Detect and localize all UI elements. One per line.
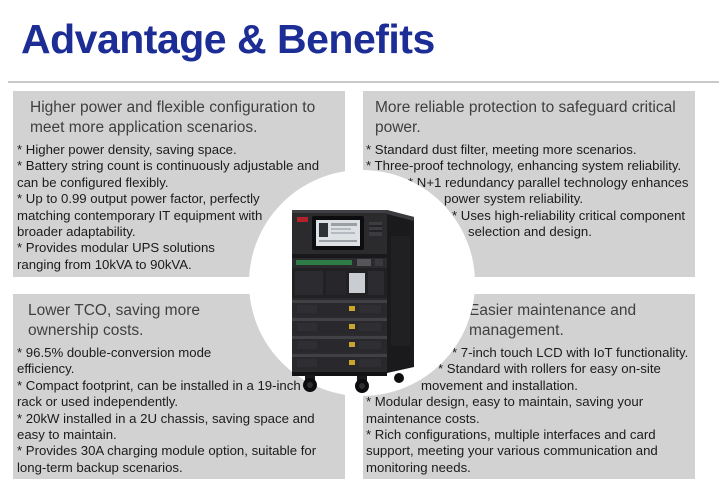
bullet-line: * Provides 30A charging module option, s… [17, 443, 317, 459]
bullet-line: matching contemporary IT equipment with [17, 207, 263, 223]
bullet-line: * Rich configurations, multiple interfac… [366, 427, 656, 443]
box-bullets: * 7-inch touch LCD with IoT functionalit… [363, 345, 695, 476]
screen-line [319, 240, 357, 242]
bullet-line: * Compact footprint, can be installed in… [17, 377, 301, 393]
bullet-line: * N+1 redundancy parallel technology enh… [408, 174, 689, 190]
heading-line: Higher power and flexible configuration … [30, 99, 316, 116]
modular-ups-tower-image [287, 196, 437, 394]
bullet-line: * Battery string count is continuously a… [17, 158, 320, 174]
module-row [292, 318, 387, 334]
bullet-line: rack or used independently. [17, 394, 179, 410]
bullet-line: * Modular design, easy to maintain, savi… [366, 394, 644, 410]
heading-line: management. [469, 322, 564, 339]
module-row [292, 336, 387, 352]
heading-line: ownership costs. [28, 322, 144, 339]
benefit-box-bottom-right: Easier maintenance and management. * 7-in… [363, 294, 695, 479]
power-module [295, 271, 323, 295]
bullet-line: easy to maintain. [17, 427, 117, 443]
screen-line [331, 223, 357, 226]
screen-line [331, 228, 351, 230]
bullet-line: efficiency. [17, 361, 75, 377]
bullet-line: * Three-proof technology, enhancing syst… [366, 158, 682, 174]
screen-widget [319, 223, 328, 237]
power-module [368, 271, 384, 295]
cabinet-side-top-edge [387, 210, 414, 221]
heading-line: Lower TCO, saving more [28, 302, 200, 319]
module-row [292, 354, 387, 370]
box-bullets: * Standard dust filter, meeting more sce… [363, 142, 695, 240]
bullet-line: * 20kW installed in a 2U chassis, saving… [17, 410, 315, 426]
heading-line: More reliable protection to safeguard cr… [375, 99, 676, 116]
heading-line: power. [375, 119, 421, 136]
bullet-line: power system reliability. [444, 191, 583, 207]
benefit-box-top-right: More reliable protection to safeguard cr… [363, 91, 695, 277]
bullet-line: * Higher power density, saving space. [17, 142, 237, 157]
cabinet-top-edge [292, 210, 387, 213]
benefit-box-top-left: Higher power and flexible configuration … [13, 91, 345, 277]
bullet-line: * 96.5% double-conversion mode [17, 345, 212, 360]
bullet-line: * Standard dust filter, meeting more sce… [366, 142, 637, 157]
bullet-line: maintenance costs. [366, 410, 480, 426]
heading-line: Easier maintenance and [469, 302, 637, 319]
bullet-line: long-term backup scenarios. [17, 459, 183, 475]
ups-cabinet-graphic [292, 210, 414, 393]
caster-hub [359, 383, 365, 389]
breaker-block [357, 259, 371, 266]
breaker-block [375, 259, 383, 266]
front-vent-slot [369, 230, 382, 232]
side-vent [391, 236, 410, 346]
box-heading: Lower TCO, saving more ownership costs. [13, 301, 345, 341]
box-bullets: * Higher power density, saving space.* B… [13, 142, 345, 273]
screen-line [331, 232, 355, 234]
bullet-line: can be configured flexibly. [17, 174, 169, 190]
page-title: Advantage & Benefits [21, 16, 435, 62]
bullet-line: * Uses high-reliability critical compone… [452, 207, 686, 223]
front-vent [369, 222, 382, 236]
power-module [326, 271, 346, 295]
bullet-line: support, meeting your various communicat… [366, 443, 658, 459]
bullet-line: * Standard with rollers for easy on-site [438, 361, 661, 377]
bullet-line: ranging from 10kVA to 90kVA. [17, 256, 192, 272]
bullet-line: broader adaptability. [17, 224, 136, 240]
panel-separator [292, 254, 387, 258]
status-strip [296, 260, 352, 265]
box-heading: More reliable protection to safeguard cr… [363, 98, 695, 138]
box-heading: Higher power and flexible configuration … [13, 98, 345, 138]
caster-wheel-rear [394, 373, 404, 383]
bullet-line: selection and design. [468, 224, 592, 240]
box-heading: Easier maintenance and management. [363, 301, 695, 341]
front-vent-slot [369, 225, 382, 227]
bullet-line: monitoring needs. [366, 459, 471, 475]
label-panel [349, 273, 365, 293]
heading-line: meet more application scenarios. [30, 119, 258, 136]
caster-hub [307, 382, 313, 388]
bullet-line: * 7-inch touch LCD with IoT functionalit… [452, 345, 689, 360]
module-row [292, 300, 387, 316]
brand-logo [297, 217, 308, 222]
bullet-line: movement and installation. [421, 377, 578, 393]
bullet-line: * Provides modular UPS solutions [17, 240, 215, 256]
title-divider [8, 81, 719, 83]
cabinet-base [292, 372, 387, 376]
bullet-line: * Up to 0.99 output power factor, perfec… [17, 191, 260, 207]
